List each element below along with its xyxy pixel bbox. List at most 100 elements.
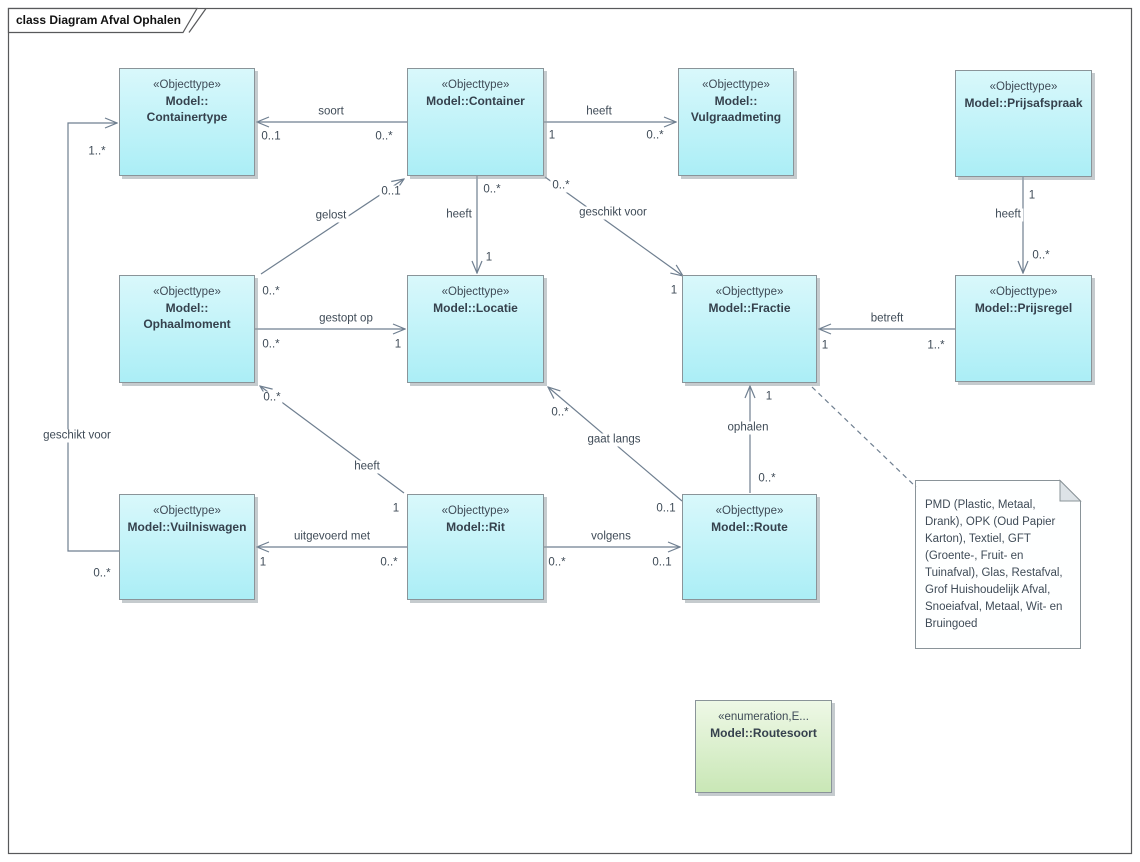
connector-geschikt-voor-fractie-label: geschikt voor (577, 206, 649, 220)
connector-geschikt-voor-containertype-line (67, 123, 119, 552)
connector-soort-label: soort (316, 105, 346, 119)
class-prijsregel-name: Model::Prijsregel (956, 300, 1091, 316)
connector-geschikt-voor-fractie-source-multiplicity: 0..* (550, 179, 572, 193)
class-route[interactable]: «Objecttype»Model::Route (682, 494, 817, 600)
connector-gestopt-op-target-multiplicity: 1 (392, 338, 404, 352)
class-ophaalmoment-name-line: Model:: (165, 301, 209, 315)
class-prijsregel-stereotype: «Objecttype» (989, 286, 1058, 298)
class-rit-name: Model::Rit (408, 519, 543, 535)
class-ophaalmoment-name: Model::Ophaalmoment (120, 300, 254, 332)
connector-heeft-ophaalmoment-label: heeft (352, 460, 382, 474)
class-route-name-line: Model::Route (711, 520, 788, 534)
connector-volgens-label: volgens (589, 530, 633, 544)
class-ophaalmoment-name-line: Ophaalmoment (143, 317, 231, 331)
class-prijsafspraak[interactable]: «Objecttype»Model::Prijsafspraak (955, 70, 1092, 177)
class-rit-stereotype: «Objecttype» (441, 505, 510, 517)
connector-betreft-target-multiplicity: 1 (819, 339, 831, 353)
class-container-name-line: Model::Container (426, 94, 525, 108)
class-routesoort-name: Model::Routesoort (696, 725, 831, 741)
class-prijsafspraak-name: Model::Prijsafspraak (956, 95, 1091, 111)
connector-heeft-ophaalmoment-line (260, 386, 405, 494)
class-container-stereotype: «Objecttype» (441, 79, 510, 91)
connector-geschikt-voor-fractie-target-multiplicity: 1 (668, 284, 680, 298)
class-fractie-name: Model::Fractie (683, 300, 816, 316)
connector-volgens-target-multiplicity: 0..1 (650, 556, 674, 570)
class-vuilniswagen-stereotype: «Objecttype» (153, 505, 221, 517)
class-vuilniswagen[interactable]: «Objecttype»Model::Vuilniswagen (119, 494, 255, 600)
class-prijsafspraak-stereotype: «Objecttype» (989, 81, 1058, 93)
connector-heeft-ophaalmoment-source-multiplicity: 1 (390, 502, 402, 516)
class-containertype-stereotype: «Objecttype» (153, 79, 221, 91)
class-prijsregel-name-line: Model::Prijsregel (974, 301, 1073, 315)
connector-gaat-langs-source-multiplicity: 0..1 (654, 502, 678, 516)
connector-heeft-prijsregel-target-multiplicity: 0..* (1030, 249, 1052, 263)
connector-gaat-langs-label: gaat langs (585, 433, 643, 447)
class-vulgraadmeting-name-line: Model:: (714, 94, 758, 108)
connector-heeft-locatie-label: heeft (444, 208, 474, 222)
connector-uitgevoerd-met-label: uitgevoerd met (291, 530, 373, 544)
class-vulgraadmeting-name: Model::Vulgraadmeting (679, 93, 793, 125)
connector-ophalen-target-multiplicity: 1 (763, 390, 775, 404)
class-ophaalmoment-stereotype: «Objecttype» (153, 286, 221, 298)
class-routesoort[interactable]: «enumeration,E...Model::Routesoort (695, 700, 832, 793)
class-container-name: Model::Container (408, 93, 543, 109)
class-prijsafspraak-name-line: Model::Prijsafspraak (964, 96, 1083, 110)
class-locatie-name-line: Model::Locatie (433, 301, 518, 315)
connector-heeft-ophaalmoment-target-multiplicity: 0..* (261, 391, 283, 405)
connector-geschikt-voor-containertype-source-multiplicity: 0..* (91, 567, 113, 581)
connector-geschikt-voor-containertype-label: geschikt voor (41, 429, 113, 443)
class-fractie-stereotype: «Objecttype» (715, 286, 784, 298)
connector-heeft-vulgraadmeting-label: heeft (584, 105, 614, 119)
class-routesoort-stereotype: «enumeration,E... (718, 711, 809, 723)
class-route-name: Model::Route (683, 519, 816, 535)
class-rit-name-line: Model::Rit (446, 520, 505, 534)
connector-gaat-langs-target-multiplicity: 0..* (549, 406, 571, 420)
connector-geschikt-voor-fractie-line (544, 176, 683, 276)
class-locatie-stereotype: «Objecttype» (441, 286, 510, 298)
connector-soort-target-multiplicity: 0..1 (259, 130, 283, 144)
diagram-frame (7, 7, 1133, 855)
class-locatie-name: Model::Locatie (408, 300, 543, 316)
class-routesoort-name-line: Model::Routesoort (710, 726, 817, 740)
class-fractie[interactable]: «Objecttype»Model::Fractie (682, 275, 817, 383)
class-rit[interactable]: «Objecttype»Model::Rit (407, 494, 544, 600)
diagram-title: class Diagram Afval Ophalen (16, 13, 181, 27)
class-vuilniswagen-name-line: Model::Vuilniswagen (127, 520, 247, 534)
connector-geschikt-voor-containertype-target-multiplicity: 1..* (86, 145, 108, 159)
connector-uitgevoerd-met-source-multiplicity: 0..* (378, 556, 400, 570)
diagram-title-tab (7, 7, 199, 34)
class-containertype-name-line: Model:: (165, 94, 209, 108)
connector-heeft-vulgraadmeting-source-multiplicity: 1 (546, 129, 558, 143)
note-text: PMD (Plastic, Metaal, Drank), OPK (Oud P… (925, 499, 1063, 630)
class-locatie[interactable]: «Objecttype»Model::Locatie (407, 275, 544, 383)
class-containertype[interactable]: «Objecttype»Model::Containertype (119, 68, 255, 176)
connector-gestopt-op-source-multiplicity: 0..* (260, 338, 282, 352)
class-fractie-name-line: Model::Fractie (708, 301, 791, 315)
connector-gelost-target-multiplicity: 0..1 (379, 185, 403, 199)
connector-gelost-label: gelost (313, 209, 349, 223)
connector-heeft-prijsregel-source-multiplicity: 1 (1026, 189, 1038, 203)
class-containertype-name: Model::Containertype (120, 93, 254, 125)
class-vulgraadmeting[interactable]: «Objecttype»Model::Vulgraadmeting (678, 68, 794, 176)
class-vuilniswagen-name: Model::Vuilniswagen (120, 519, 254, 535)
connector-heeft-vulgraadmeting-target-multiplicity: 0..* (644, 129, 666, 143)
note-fold-corner (1059, 479, 1082, 502)
connector-uitgevoerd-met-target-multiplicity: 1 (257, 556, 269, 570)
connector-gelost-source-multiplicity: 0..* (260, 285, 282, 299)
connector-heeft-prijsregel-label: heeft (993, 208, 1023, 222)
connector-heeft-locatie-target-multiplicity: 1 (483, 251, 495, 265)
note-shape[interactable] (915, 480, 1081, 649)
connector-betreft-label: betreft (868, 312, 906, 326)
class-ophaalmoment[interactable]: «Objecttype»Model::Ophaalmoment (119, 275, 255, 383)
class-container[interactable]: «Objecttype»Model::Container (407, 68, 544, 176)
connector-heeft-locatie-source-multiplicity: 0..* (481, 183, 503, 197)
class-route-stereotype: «Objecttype» (715, 505, 784, 517)
connector-gestopt-op-label: gestopt op (317, 312, 375, 326)
class-vulgraadmeting-stereotype: «Objecttype» (702, 79, 770, 91)
class-prijsregel[interactable]: «Objecttype»Model::Prijsregel (955, 275, 1092, 382)
connector-soort-source-multiplicity: 0..* (373, 130, 395, 144)
connector-volgens-source-multiplicity: 0..* (546, 556, 568, 570)
connector-betreft-source-multiplicity: 1..* (925, 339, 947, 353)
